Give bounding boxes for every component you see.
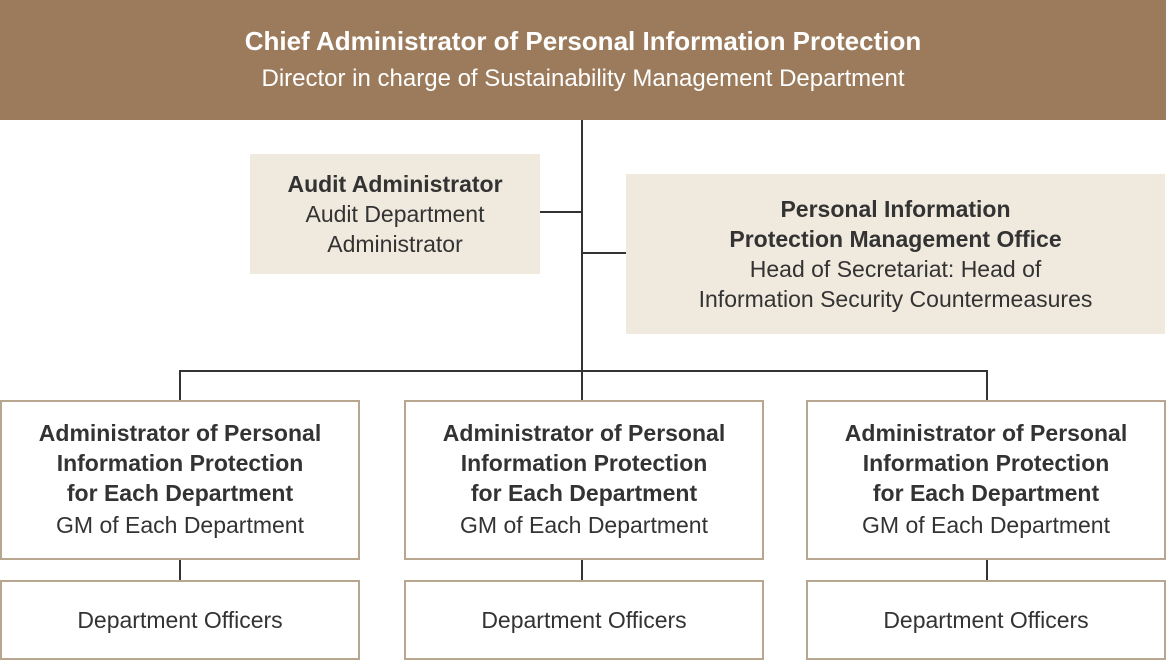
department-officers-node-3: Department Officers: [806, 580, 1166, 660]
department-admin-node-1: Administrator of Personal Information Pr…: [0, 400, 360, 560]
officers-label: Department Officers: [883, 607, 1089, 633]
department-admin-node-3: Administrator of Personal Information Pr…: [806, 400, 1166, 560]
dept-title-line3: for Each Department: [872, 480, 1100, 506]
dept-subtitle: GM of Each Department: [862, 512, 1110, 538]
officers-1-connector: [179, 559, 181, 580]
department-admin-node-2: Administrator of Personal Information Pr…: [404, 400, 764, 560]
office-title-line2: Protection Management Office: [729, 226, 1062, 252]
dept-title-line3: for Each Department: [66, 480, 294, 506]
dept-title-line1: Administrator of Personal: [442, 420, 726, 446]
protection-management-office-node: Personal Information Protection Manageme…: [626, 174, 1165, 334]
dept-subtitle: GM of Each Department: [56, 512, 304, 538]
chief-administrator-title: Chief Administrator of Personal Informat…: [244, 26, 922, 56]
office-subtitle-line1: Head of Secretariat: Head of: [749, 256, 1042, 282]
audit-administrator-subtitle-line1: Audit Department: [305, 201, 485, 227]
department-officers-node-2: Department Officers: [404, 580, 764, 660]
officers-2-connector: [581, 559, 583, 580]
officers-label: Department Officers: [77, 607, 283, 633]
dept-title-line2: Information Protection: [460, 450, 708, 476]
dept-title-line3: for Each Department: [470, 480, 698, 506]
dept-title-line2: Information Protection: [56, 450, 304, 476]
office-title-line1: Personal Information: [780, 196, 1011, 222]
dept-title-line2: Information Protection: [862, 450, 1110, 476]
audit-administrator-subtitle-line2: Administrator: [327, 231, 463, 257]
office-connector: [582, 252, 626, 254]
audit-connector: [540, 211, 582, 213]
dept-3-drop-connector: [986, 370, 988, 401]
department-bus-connector: [179, 370, 988, 372]
dept-subtitle: GM of Each Department: [460, 512, 708, 538]
department-officers-node-1: Department Officers: [0, 580, 360, 660]
audit-administrator-title: Audit Administrator: [287, 171, 503, 197]
dept-title-line1: Administrator of Personal: [844, 420, 1128, 446]
dept-title-line1: Administrator of Personal: [38, 420, 322, 446]
officers-label: Department Officers: [481, 607, 687, 633]
audit-administrator-node: Audit Administrator Audit Department Adm…: [250, 154, 540, 274]
chief-administrator-subtitle: Director in charge of Sustainability Man…: [261, 65, 905, 92]
office-subtitle-line2: Information Security Countermeasures: [698, 286, 1093, 312]
dept-1-drop-connector: [179, 370, 181, 401]
chief-administrator-node: Chief Administrator of Personal Informat…: [0, 0, 1166, 120]
officers-3-connector: [986, 559, 988, 580]
trunk-connector: [581, 120, 583, 401]
